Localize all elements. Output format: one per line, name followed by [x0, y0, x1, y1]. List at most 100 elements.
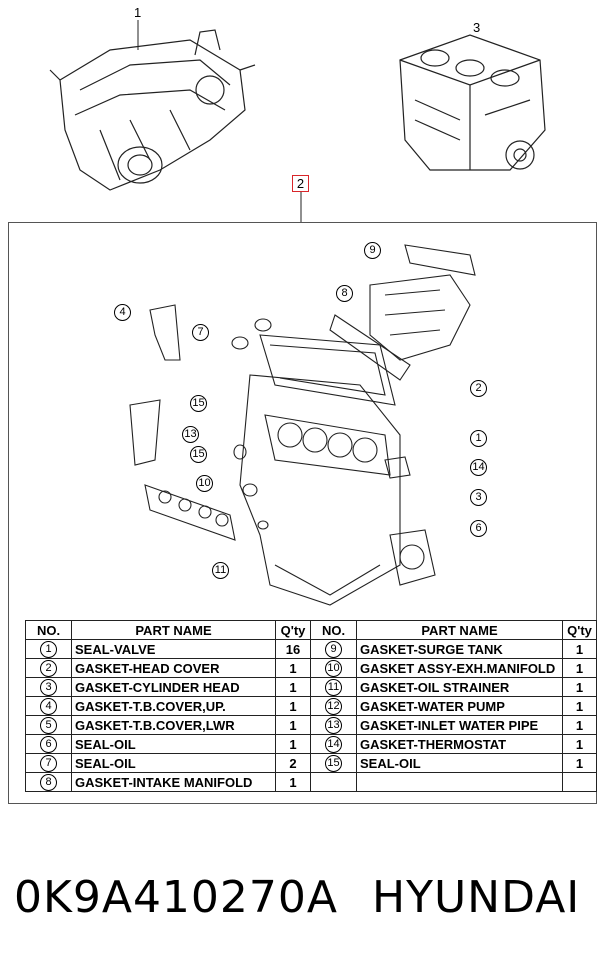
- part-name-cell: SEAL-VALVE: [71, 639, 276, 659]
- exploded-gasket-diagram: [129, 244, 476, 606]
- footer: 0K9A410270A HYUNDAI: [0, 872, 606, 942]
- part-name-cell: GASKET-T.B.COVER,LWR: [71, 715, 276, 735]
- item-number-cell: 13: [310, 715, 357, 735]
- header-part-name: PART NAME: [356, 620, 563, 640]
- item-number-cell: 15: [310, 753, 357, 773]
- item-number: 12: [325, 698, 342, 715]
- callout-1: 1: [470, 430, 487, 447]
- part-number: 0K9A410270A: [14, 872, 339, 923]
- part-name-cell: GASKET-HEAD COVER: [71, 658, 276, 678]
- part-name-cell: GASKET-CYLINDER HEAD: [71, 677, 276, 697]
- callout-6: 6: [470, 520, 487, 537]
- quantity-cell: 1: [562, 677, 597, 697]
- callout-13: 13: [182, 426, 199, 443]
- header-part-name: PART NAME: [71, 620, 276, 640]
- callout-leader-1: [137, 20, 139, 50]
- part-name-cell: GASKET-WATER PUMP: [356, 696, 563, 716]
- kit-callout: 2: [470, 378, 487, 397]
- callout-8: 8: [336, 285, 353, 302]
- item-number: 15: [325, 755, 342, 772]
- callout-2: 2: [470, 380, 487, 397]
- item-number-cell: [310, 772, 357, 792]
- quantity-cell: 1: [562, 753, 597, 773]
- brand-name: HYUNDAI: [372, 872, 581, 923]
- kit-callout: 15: [190, 444, 207, 463]
- item-number-cell: 5: [25, 715, 72, 735]
- kit-callout: 11: [212, 560, 229, 579]
- part-name-cell: GASKET-T.B.COVER,UP.: [71, 696, 276, 716]
- engine-assembly-illustration: [49, 29, 256, 191]
- quantity-cell: 1: [562, 734, 597, 754]
- callout-11: 11: [212, 562, 229, 579]
- quantity-cell: 1: [275, 658, 311, 678]
- kit-callout: 13: [182, 424, 199, 443]
- quantity-cell: 1: [562, 715, 597, 735]
- header-qty: Q'ty: [275, 620, 311, 640]
- gasket-kit-frame: [8, 222, 597, 804]
- part-name-cell: GASKET-SURGE TANK: [356, 639, 563, 659]
- item-number-cell: 1: [25, 639, 72, 659]
- quantity-cell: 1: [275, 715, 311, 735]
- callout-15b: 15: [190, 446, 207, 463]
- table-header-row: NO. PART NAME Q'ty NO. PART NAME Q'ty: [25, 620, 597, 640]
- part-name-cell: SEAL-OIL: [356, 753, 563, 773]
- item-number-cell: 8: [25, 772, 72, 792]
- item-number-cell: 6: [25, 734, 72, 754]
- kit-callout: 10: [196, 473, 213, 492]
- kit-callout: 14: [470, 457, 487, 476]
- part-name-cell: GASKET-INTAKE MANIFOLD: [71, 772, 276, 792]
- header-no: NO.: [310, 620, 357, 640]
- item-number: 8: [40, 774, 57, 791]
- item-number: 10: [325, 660, 342, 677]
- part-name-cell: GASKET-INLET WATER PIPE: [356, 715, 563, 735]
- quantity-cell: [562, 772, 597, 792]
- part-name-cell: SEAL-OIL: [71, 734, 276, 754]
- quantity-cell: 1: [275, 772, 311, 792]
- callout-gasket-kit: 2: [292, 175, 309, 192]
- kit-callout: 4: [114, 302, 131, 321]
- item-number: 9: [325, 641, 342, 658]
- item-number-cell: 4: [25, 696, 72, 716]
- item-number: 13: [325, 717, 342, 734]
- kit-callout: 3: [470, 487, 487, 506]
- kit-callout: 7: [192, 322, 209, 341]
- callout-leader-2: [300, 192, 302, 222]
- item-number: 5: [40, 717, 57, 734]
- callout-10: 10: [196, 475, 213, 492]
- item-number-cell: 3: [25, 677, 72, 697]
- quantity-cell: 1: [562, 696, 597, 716]
- item-number-cell: 14: [310, 734, 357, 754]
- header-qty: Q'ty: [562, 620, 597, 640]
- callout-15a: 15: [190, 395, 207, 412]
- callout-14: 14: [470, 459, 487, 476]
- item-number-cell: 12: [310, 696, 357, 716]
- part-name-cell: GASKET-THERMOSTAT: [356, 734, 563, 754]
- kit-callout: 1: [470, 428, 487, 447]
- callout-3: 3: [470, 489, 487, 506]
- quantity-cell: 1: [275, 696, 311, 716]
- part-name-cell: GASKET ASSY-EXH.MANIFOLD: [356, 658, 563, 678]
- part-name-cell: [356, 772, 563, 792]
- kit-callout: 15: [190, 393, 207, 412]
- header-no: NO.: [25, 620, 72, 640]
- part-name-cell: GASKET-OIL STRAINER: [356, 677, 563, 697]
- quantity-cell: 2: [275, 753, 311, 773]
- quantity-cell: 16: [275, 639, 311, 659]
- item-number: 11: [325, 679, 342, 696]
- item-number-cell: 9: [310, 639, 357, 659]
- item-number: 3: [40, 679, 57, 696]
- item-number: 7: [40, 755, 57, 772]
- callout-9: 9: [364, 242, 381, 259]
- item-number-cell: 7: [25, 753, 72, 773]
- item-number-cell: 2: [25, 658, 72, 678]
- kit-callout: 9: [364, 240, 381, 259]
- quantity-cell: 1: [275, 677, 311, 697]
- callout-4: 4: [114, 304, 131, 321]
- quantity-cell: 1: [275, 734, 311, 754]
